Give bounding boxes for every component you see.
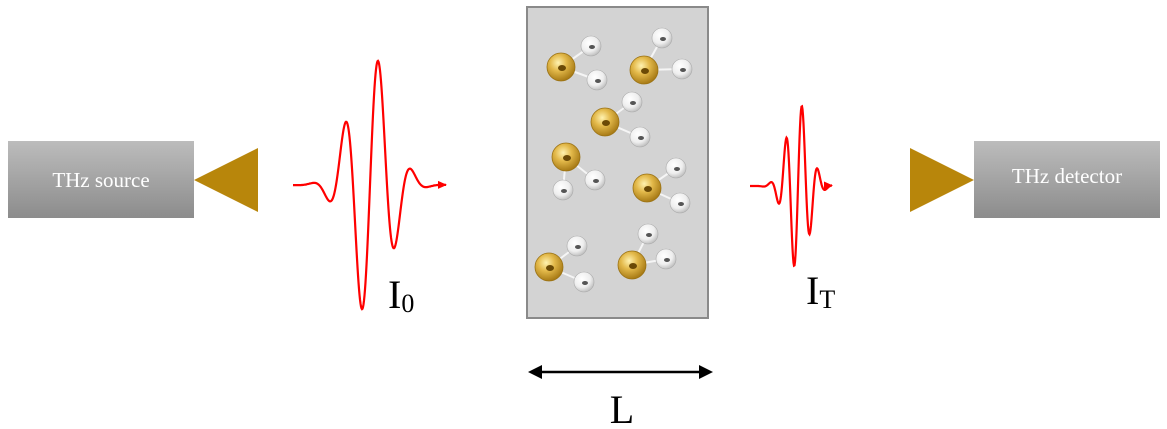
detector-label: THz detector xyxy=(1012,164,1122,188)
length-arrowhead-left xyxy=(528,365,542,379)
light-atom-dot xyxy=(638,136,644,140)
light-atom-dot xyxy=(680,68,686,72)
molecule xyxy=(617,223,677,280)
light-atom-dot xyxy=(582,281,588,285)
molecule xyxy=(534,235,595,293)
transmitted-pulse: IT xyxy=(750,104,835,314)
molecules xyxy=(534,27,693,293)
molecule xyxy=(590,91,651,148)
heavy-atom-dot xyxy=(563,155,571,161)
detector-box xyxy=(974,141,1160,218)
molecule xyxy=(629,27,693,85)
light-atom-dot xyxy=(575,245,581,249)
heavy-atom-dot xyxy=(602,120,610,126)
length-arrowhead-right xyxy=(699,365,713,379)
light-atom-dot xyxy=(630,101,636,105)
light-atom-dot xyxy=(678,202,684,206)
incident-pulse: I0 xyxy=(293,59,447,318)
transmitted-symbol: I xyxy=(806,268,819,313)
light-atom-dot xyxy=(561,189,567,193)
thz-detector: THz detector xyxy=(910,141,1160,218)
incident-intensity-label: I0 xyxy=(388,272,414,318)
thz-source: THz source xyxy=(8,141,258,218)
light-atom-dot xyxy=(660,37,666,41)
incident-subscript: 0 xyxy=(401,289,414,318)
heavy-atom-dot xyxy=(546,265,554,271)
source-horn-icon xyxy=(194,148,258,212)
heavy-atom-dot xyxy=(629,263,637,269)
light-atom-dot xyxy=(595,79,601,83)
source-label: THz source xyxy=(52,168,149,192)
light-atom-dot xyxy=(646,233,652,237)
sample: L xyxy=(526,6,713,429)
incident-waveform xyxy=(293,59,447,311)
transmitted-subscript: T xyxy=(819,285,835,314)
molecule xyxy=(551,142,606,201)
light-atom-dot xyxy=(674,167,680,171)
molecule xyxy=(546,35,608,91)
detector-horn-icon xyxy=(910,148,974,212)
incident-symbol: I xyxy=(388,272,401,317)
heavy-atom-dot xyxy=(644,186,652,192)
light-atom-dot xyxy=(664,258,670,262)
heavy-atom-dot xyxy=(558,65,566,71)
heavy-atom-dot xyxy=(641,68,649,74)
source-box xyxy=(8,141,194,218)
transmitted-intensity-label: IT xyxy=(806,268,835,314)
transmitted-waveform xyxy=(750,104,833,268)
light-atom-dot xyxy=(593,179,599,183)
molecule xyxy=(632,157,691,214)
light-atom-dot xyxy=(589,45,595,49)
length-label: L xyxy=(610,387,634,429)
